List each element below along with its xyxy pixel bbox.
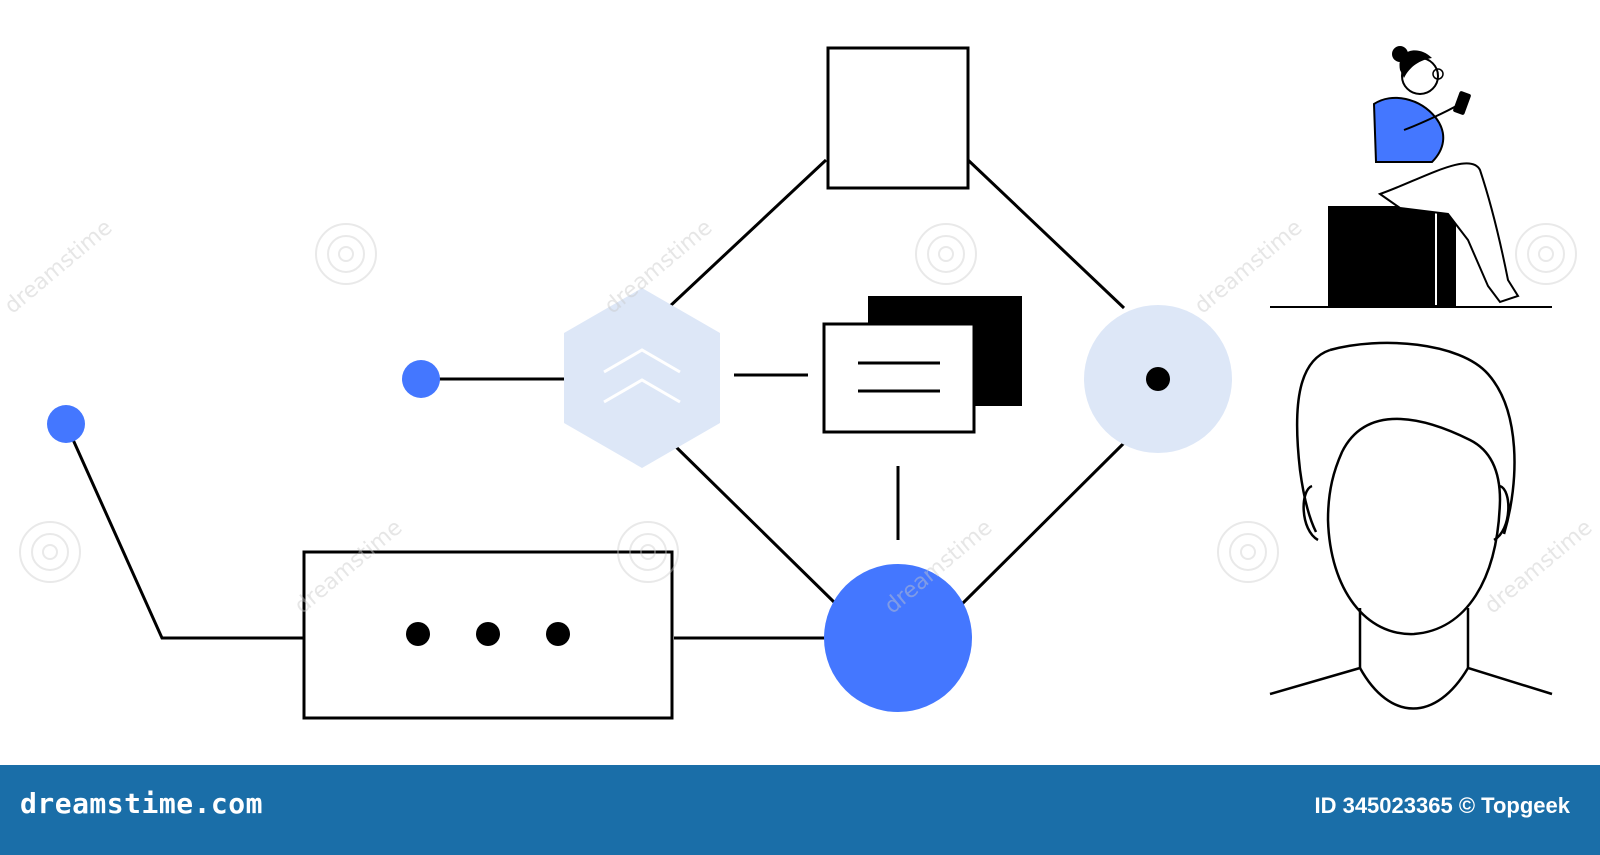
line-bottom-right xyxy=(960,441,1126,606)
line-left-dot-to-box xyxy=(64,423,304,640)
dot-circle-icon xyxy=(1084,305,1232,453)
connector-lines xyxy=(64,158,1126,640)
network-illustration xyxy=(47,46,1553,720)
person-sitting-phone-icon xyxy=(1270,46,1552,308)
message-lines-icon xyxy=(822,296,1022,434)
line-top-left xyxy=(666,158,828,310)
footer-id-number: 345023365 xyxy=(1342,793,1453,818)
chevron-up-double-icon xyxy=(564,288,720,468)
footer-logo[interactable]: dreamstime.com xyxy=(20,787,264,820)
footer-copyright-symbol: © xyxy=(1458,793,1476,818)
big-blue-circle xyxy=(824,564,972,712)
footer-image-id: ID 345023365 © Topgeek xyxy=(1314,793,1570,819)
person-head-icon xyxy=(1269,341,1553,710)
ellipsis-icon xyxy=(302,550,674,720)
line-top-right xyxy=(966,158,1126,310)
footer-author[interactable]: Topgeek xyxy=(1481,793,1570,818)
stock-footer-bar: dreamstime.com ID 345023365 © Topgeek xyxy=(0,765,1600,855)
line-bottom-left xyxy=(670,441,838,606)
top-square xyxy=(826,46,970,190)
footer-id-prefix: ID xyxy=(1314,793,1337,818)
small-blue-dot-hexagon xyxy=(402,360,440,398)
small-blue-dot-left xyxy=(47,405,85,443)
